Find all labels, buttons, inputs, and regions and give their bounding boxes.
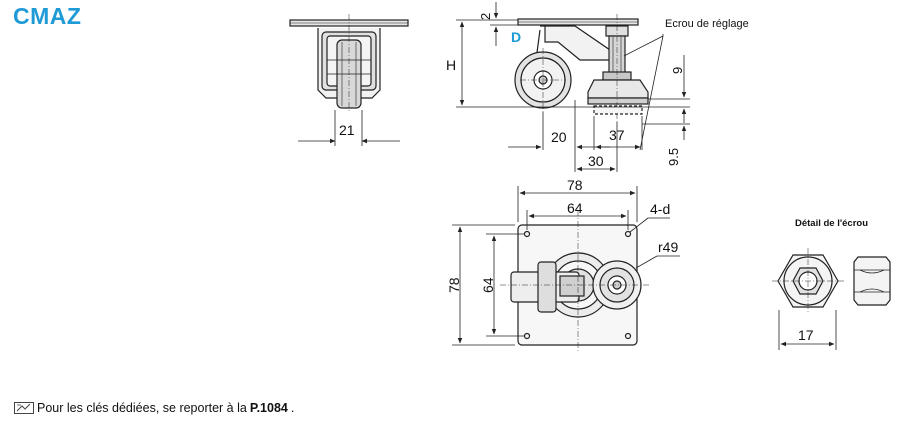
product-code-title: CMAZ	[13, 3, 82, 29]
top-view-dimensions	[452, 186, 680, 346]
dim-9-label: 9	[670, 67, 685, 74]
dim-78-side-label: 78	[446, 277, 462, 293]
dim-9-5-label: 9.5	[666, 148, 681, 166]
side-view-dimensions	[456, 2, 690, 172]
adjust-nut-label: Ecrou de réglage	[665, 18, 749, 30]
dim-2-label: 2	[478, 13, 493, 20]
dim-D-label: D	[511, 29, 521, 45]
top-view	[500, 210, 650, 352]
note-text: Pour les clés dédiées, se reporter à la	[37, 401, 247, 415]
dim-17	[778, 310, 837, 350]
dim-H-label: H	[446, 57, 456, 73]
dim-17-label: 17	[798, 327, 814, 343]
nut-detail	[772, 248, 891, 314]
dim-37-label: 37	[609, 127, 625, 143]
four-d-label: 4-d	[650, 201, 670, 217]
dim-21-label: 21	[339, 122, 355, 138]
side-view	[514, 14, 649, 122]
dim-21	[298, 110, 400, 146]
book-reference-icon	[14, 402, 34, 414]
note-end: .	[290, 401, 295, 415]
r49-label: r49	[658, 239, 678, 255]
dim-64-top-label: 64	[567, 200, 583, 216]
page-reference-link[interactable]: P.1084	[249, 401, 288, 415]
dim-20-label: 20	[551, 129, 567, 145]
dim-30-label: 30	[588, 153, 604, 169]
reference-note: Pour les clés dédiées, se reporter à la …	[14, 401, 294, 415]
front-view	[289, 14, 409, 112]
dim-78-top-label: 78	[567, 177, 583, 193]
nut-detail-title: Détail de l'écrou	[795, 218, 868, 229]
dim-64-side-label: 64	[480, 277, 496, 293]
